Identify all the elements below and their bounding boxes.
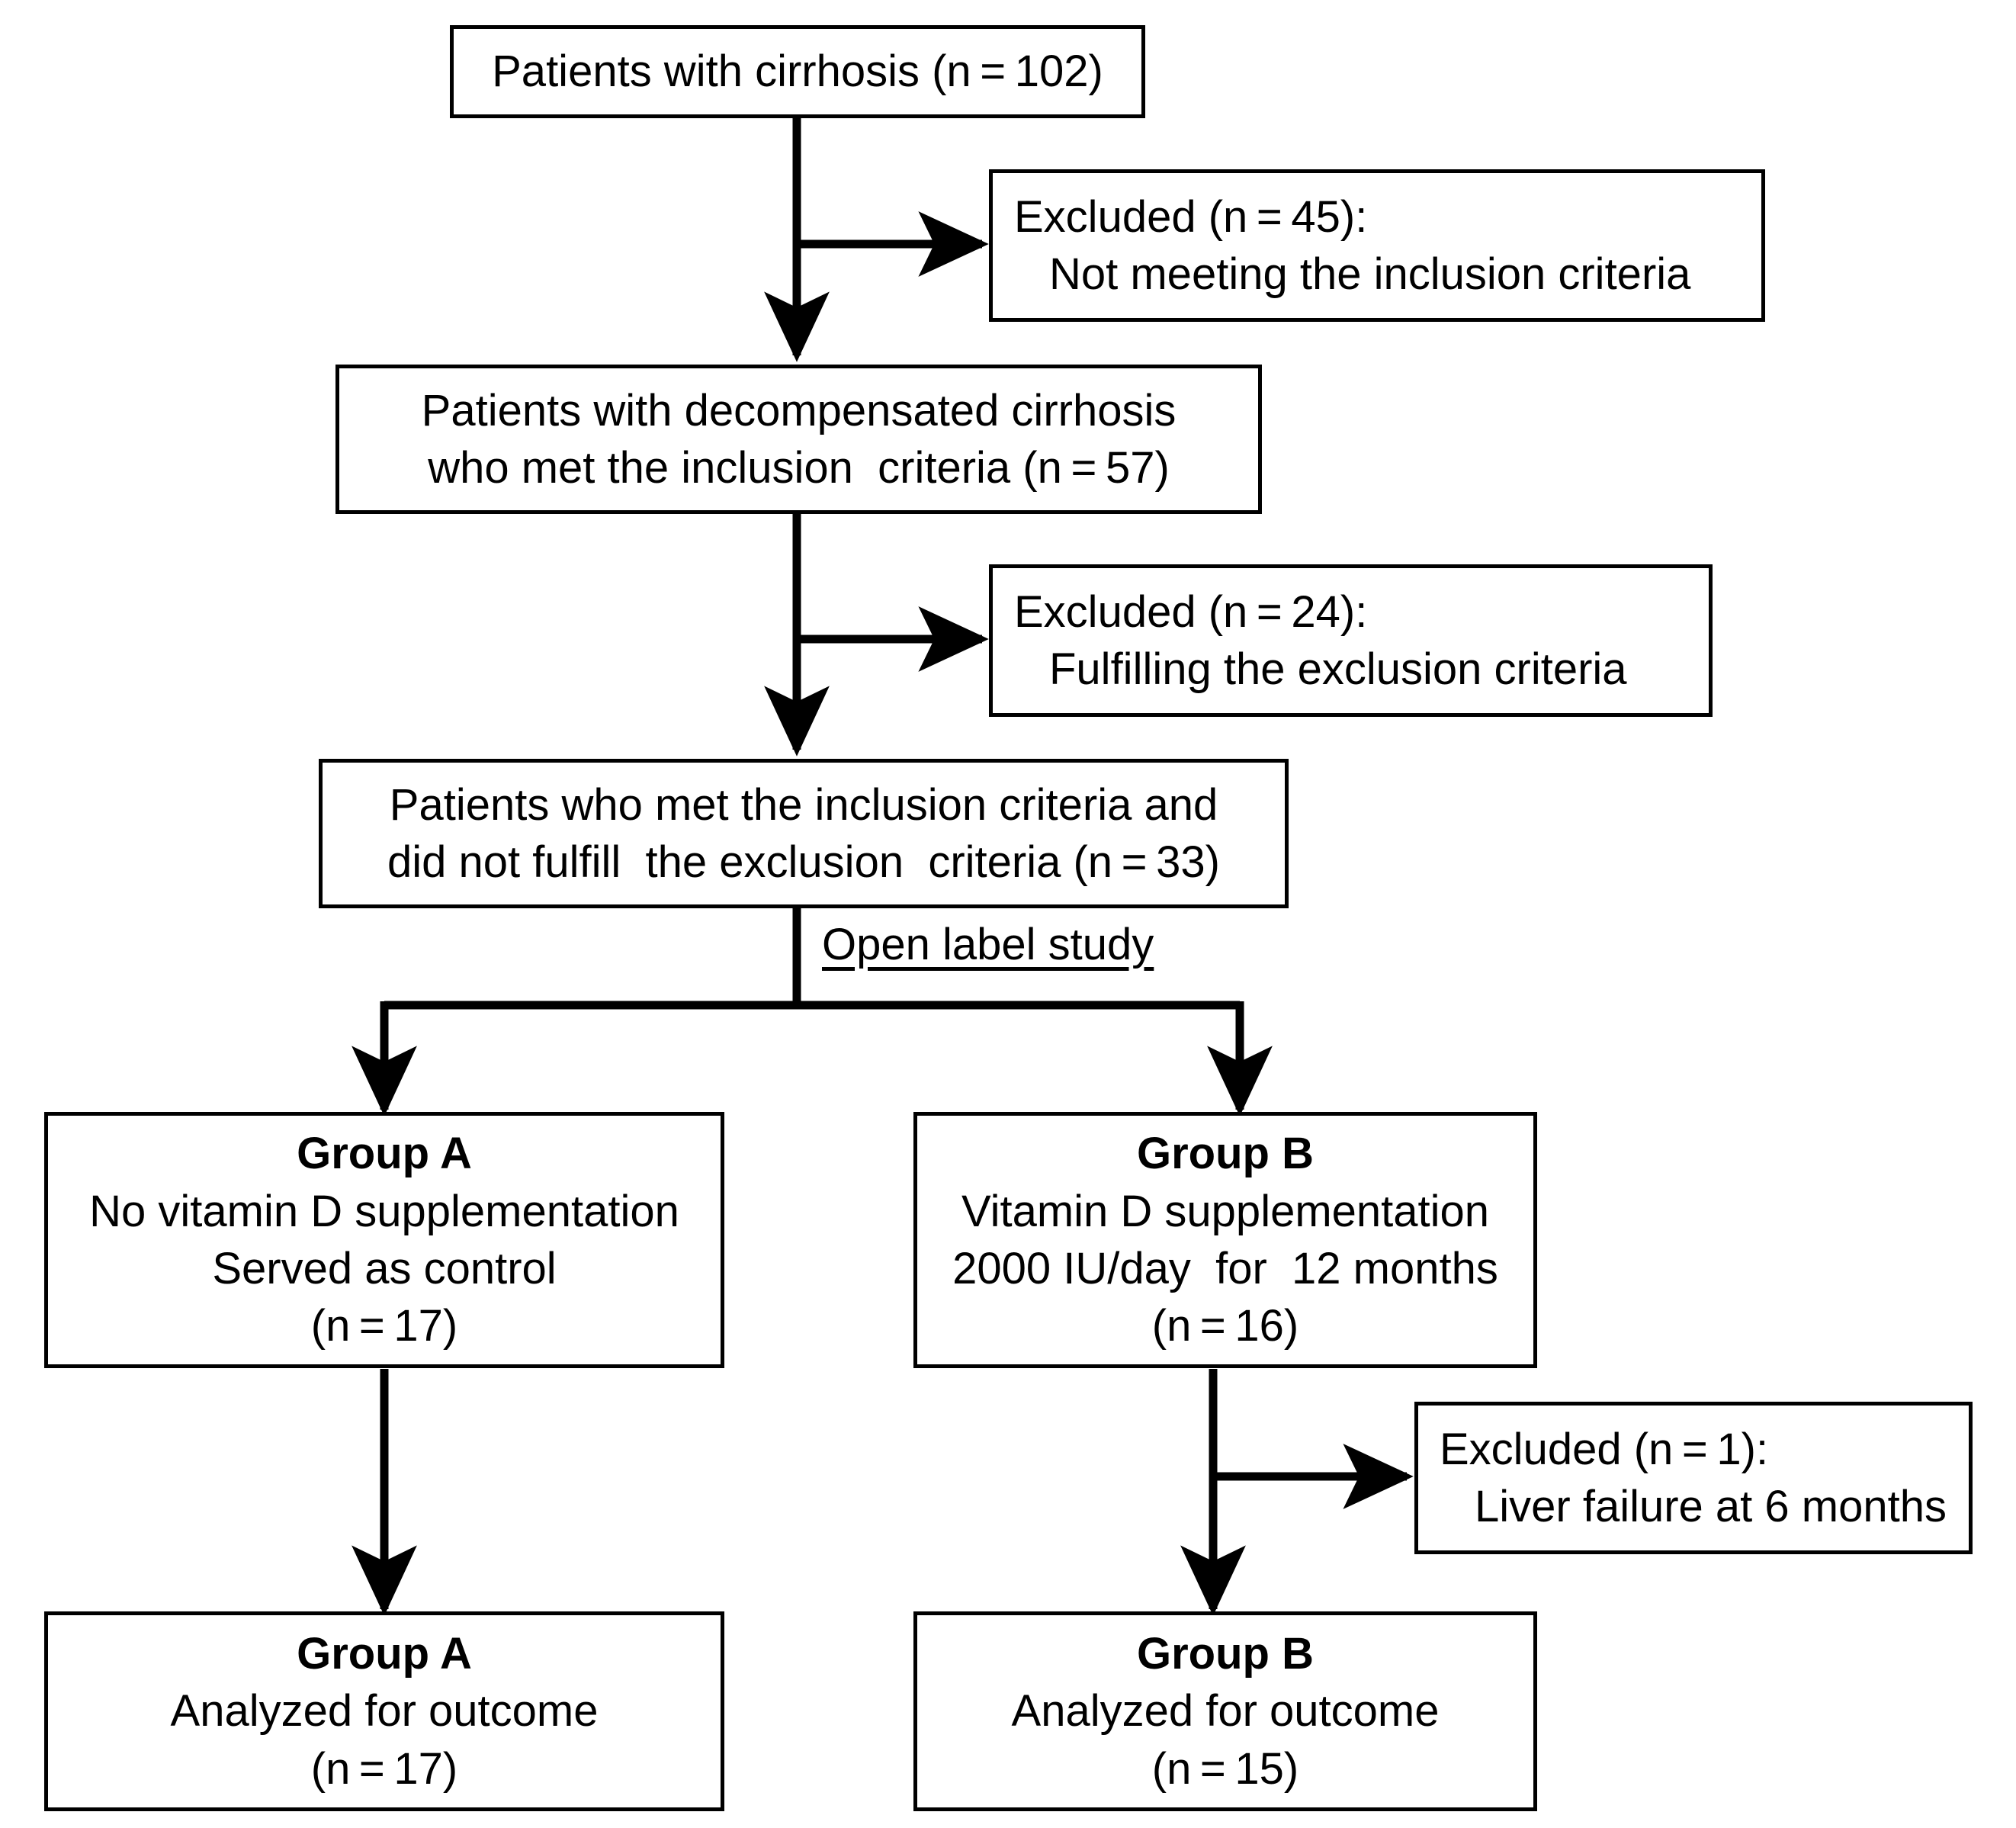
node-met-inclusion-line-2: who met the inclusion criteria (n = 57) — [428, 443, 1170, 493]
node-group-a-alloc-heading: Group A — [297, 1129, 472, 1179]
node-eligible-line-1: Patients who met the inclusion criteria … — [389, 779, 1218, 830]
node-group-b-alloc-line-1: Vitamin D supplementation — [961, 1186, 1490, 1236]
node-excluded-liver-failure[interactable]: Excluded (n = 1): Liver failure at 6 mon… — [1414, 1402, 1973, 1554]
node-group-a-analyzed-heading: Group A — [297, 1628, 472, 1679]
node-excluded-inclusion[interactable]: Excluded (n = 45): Not meeting the inclu… — [989, 169, 1765, 322]
node-met-inclusion-line-1: Patients with decompensated cirrhosis — [421, 385, 1177, 435]
node-eligible-line-2: did not fulfill the exclusion criteria (… — [387, 837, 1220, 887]
node-group-a-analyzed[interactable]: Group A Analyzed for outcome (n = 17) — [44, 1611, 724, 1811]
open-label-study-annotation: Open label study — [822, 920, 1154, 969]
node-excluded-liver-failure-line-2: Liver failure at 6 months — [1475, 1482, 1947, 1531]
node-group-b-analyzed-line-1: Analyzed for outcome — [1011, 1686, 1440, 1736]
node-excluded-inclusion-line-2: Not meeting the inclusion criteria — [1049, 249, 1691, 299]
node-group-b-alloc-line-3: (n = 16) — [1151, 1301, 1299, 1351]
node-group-a-alloc-line-2: Served as control — [212, 1244, 557, 1293]
node-enrolled[interactable]: Patients with cirrhosis (n = 102) — [450, 25, 1145, 118]
node-group-a-analyzed-line-1: Analyzed for outcome — [170, 1686, 599, 1736]
node-group-b-analyzed-line-2: (n = 15) — [1151, 1743, 1299, 1794]
node-group-b-analyzed[interactable]: Group B Analyzed for outcome (n = 15) — [913, 1611, 1537, 1811]
node-excluded-inclusion-line-1: Excluded (n = 45): — [1014, 191, 1368, 242]
node-group-b-analyzed-heading: Group B — [1137, 1628, 1314, 1679]
node-met-inclusion[interactable]: Patients with decompensated cirrhosis wh… — [335, 365, 1262, 514]
node-excluded-exclusion-line-1: Excluded (n = 24): — [1014, 586, 1368, 637]
node-eligible[interactable]: Patients who met the inclusion criteria … — [319, 759, 1289, 908]
node-group-b-alloc-heading: Group B — [1137, 1129, 1314, 1179]
node-excluded-exclusion[interactable]: Excluded (n = 24): Fulfilling the exclus… — [989, 564, 1713, 717]
node-group-b-alloc[interactable]: Group B Vitamin D supplementation 2000 I… — [913, 1112, 1537, 1368]
node-group-a-alloc[interactable]: Group A No vitamin D supplementation Ser… — [44, 1112, 724, 1368]
node-group-b-alloc-line-2: 2000 IU/day for 12 months — [952, 1244, 1498, 1293]
node-group-a-alloc-line-1: No vitamin D supplementation — [89, 1186, 679, 1236]
node-excluded-liver-failure-line-1: Excluded (n = 1): — [1440, 1424, 1769, 1474]
node-group-a-analyzed-line-2: (n = 17) — [310, 1743, 458, 1794]
node-excluded-exclusion-line-2: Fulfilling the exclusion criteria — [1049, 644, 1627, 694]
node-group-a-alloc-line-3: (n = 17) — [310, 1301, 458, 1351]
node-enrolled-line-1: Patients with cirrhosis (n = 102) — [492, 47, 1103, 97]
